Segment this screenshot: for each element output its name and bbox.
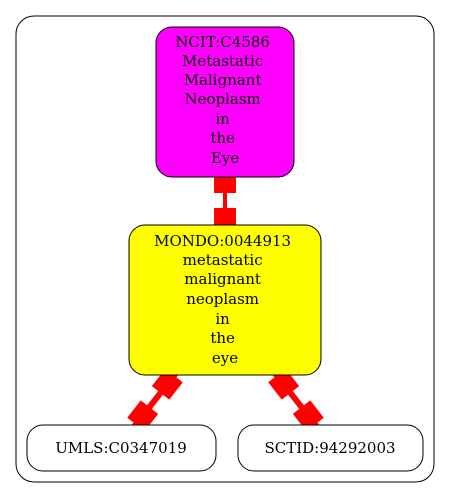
node-label-line: the bbox=[210, 129, 235, 147]
edge-mondo-sctid bbox=[268, 368, 324, 432]
node-label: NCIT:C4586 Metastatic Malignant Neoplasm… bbox=[175, 33, 274, 167]
node-umls[interactable]: UMLS:C0347019 bbox=[26, 424, 217, 472]
edge-marker-tail bbox=[292, 400, 324, 432]
node-mondo[interactable]: MONDO:0044913 metastatic malignant neopl… bbox=[128, 224, 322, 376]
node-label: SCTID:94292003 bbox=[264, 439, 395, 457]
node-box bbox=[128, 224, 322, 376]
node-label-line: metastatic bbox=[183, 251, 263, 269]
node-label-line: Malignant bbox=[184, 71, 262, 89]
edge-marker-tail bbox=[127, 400, 159, 432]
node-label-line: Eye bbox=[211, 149, 239, 167]
node-label-line: the bbox=[210, 329, 235, 347]
node-label-line: MONDO:0044913 bbox=[154, 232, 291, 250]
node-label: MONDO:0044913 metastatic malignant neopl… bbox=[154, 232, 296, 367]
node-box bbox=[155, 26, 295, 178]
edge-marker-head bbox=[151, 368, 183, 400]
node-label-line: Neoplasm bbox=[184, 90, 260, 108]
node-label-line: in bbox=[215, 110, 230, 128]
node-label-line: in bbox=[215, 310, 230, 328]
node-label-line: neoplasm bbox=[186, 290, 259, 308]
edge-mondo-umls bbox=[127, 368, 183, 432]
node-label: UMLS:C0347019 bbox=[55, 439, 187, 457]
node-box bbox=[237, 424, 424, 472]
node-box bbox=[26, 424, 217, 472]
node-sctid[interactable]: SCTID:94292003 bbox=[237, 424, 424, 472]
node-label-line: SCTID:94292003 bbox=[264, 439, 395, 457]
node-label-line: NCIT:C4586 bbox=[175, 33, 270, 51]
node-label-line: Metastatic bbox=[182, 52, 263, 70]
node-ncit[interactable]: NCIT:C4586 Metastatic Malignant Neoplasm… bbox=[155, 26, 295, 178]
node-label-line: eye bbox=[212, 349, 238, 367]
node-label-line: UMLS:C0347019 bbox=[55, 439, 187, 457]
edge-marker-head bbox=[268, 368, 300, 400]
node-label-line: malignant bbox=[184, 270, 261, 288]
